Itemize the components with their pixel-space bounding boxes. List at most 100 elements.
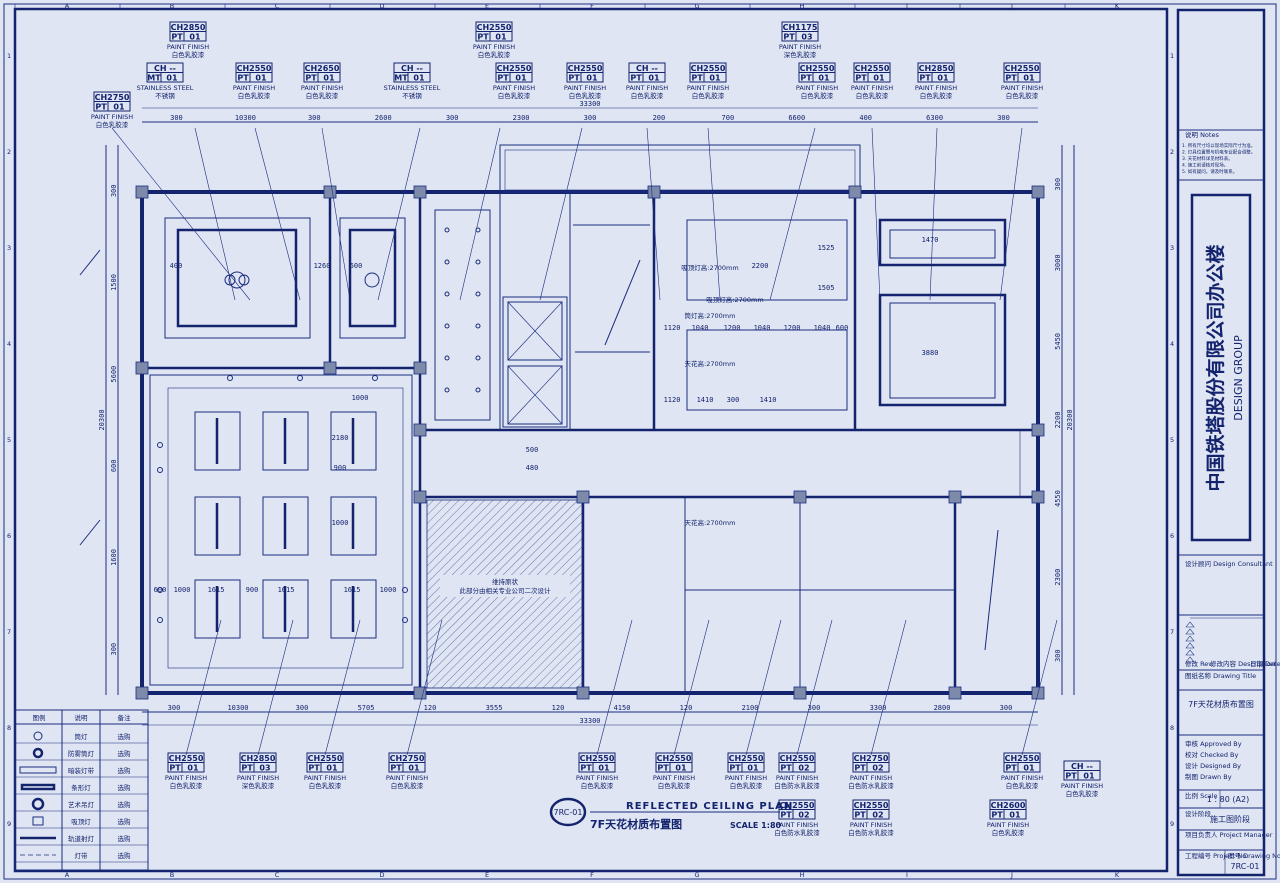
tb-checked-label: 校对 Checked By [1185, 750, 1238, 759]
tag-material: PT [630, 74, 642, 83]
dimension-label: 2600 [375, 114, 392, 122]
tag-finish-cn: 白色乳胶漆 [581, 781, 614, 790]
dimension-label: 300 [110, 643, 118, 656]
interior-dimension: 1525 [818, 244, 835, 252]
tag-material: MT [394, 74, 408, 83]
tag-finish-cn: 不锈钢 [402, 91, 422, 100]
tag-finish-cn: 白色乳胶漆 [730, 781, 763, 790]
tag-leader-line [646, 127, 661, 301]
grid-number: 6 [1170, 532, 1174, 540]
general-note: 1. 所有尺寸均以现场实际尺寸为准。 [1182, 142, 1255, 149]
tag-number: 01 [1023, 764, 1035, 773]
tag-code: CH2650 [305, 64, 340, 73]
legend-item-name: 吸顶灯 [71, 817, 91, 826]
tag-number: 01 [255, 74, 267, 83]
tag-leader-line [194, 127, 236, 301]
tag-material: PT [729, 764, 741, 773]
legend-item-name: 暗装灯带 [68, 766, 95, 775]
tag-leader-line [111, 127, 251, 301]
tag-number: 01 [113, 103, 125, 112]
structural-column [135, 686, 149, 700]
downlight [297, 375, 303, 381]
revision-triangle [1185, 649, 1195, 656]
cove-light-icon [19, 766, 57, 774]
tag-leader-line [707, 127, 721, 301]
tag-number: 02 [872, 764, 883, 773]
tag-finish-cn: 白色乳胶漆 [498, 91, 531, 100]
office-ceiling-2 [686, 329, 848, 411]
tag-code: CH2550 [854, 801, 889, 810]
tag-leader-line [596, 619, 633, 756]
interior-dimension: 1040 [814, 324, 831, 332]
title-scale: SCALE 1:80 [730, 821, 782, 830]
tag-material: PT [854, 811, 866, 820]
tb-approved-label: 审核 Approved By [1185, 739, 1242, 748]
interior-dimension: 1410 [760, 396, 777, 404]
tag-code: CH2600 [991, 801, 1026, 810]
tag-number: 01 [495, 33, 507, 42]
tb-drawing-no-value: 7RC-01 [1231, 862, 1260, 871]
dimension-label: 600 [110, 460, 118, 473]
dimension-label: 700 [722, 114, 735, 122]
revision-triangle [1185, 635, 1195, 642]
structural-column [647, 185, 661, 199]
structural-column [1031, 185, 1045, 199]
tag-material: PT [991, 811, 1003, 820]
ceiling-height-note: 吸顶灯高:2700mm [681, 263, 738, 272]
title-chinese: 7F天花材质布置图 [590, 817, 682, 831]
downlight [444, 259, 450, 265]
ceiling-light-panel [194, 579, 241, 639]
tag-finish: STAINLESS STEEL [384, 84, 441, 92]
tag-material: PT [780, 764, 792, 773]
tag-material: PT [390, 764, 402, 773]
downlight [157, 587, 163, 593]
tag-material: MT [147, 74, 161, 83]
tag-number: 01 [515, 74, 527, 83]
tag-material: PT [919, 74, 931, 83]
tag-finish-cn: 白色乳胶漆 [391, 781, 424, 790]
interior-dimension: 1040 [754, 324, 771, 332]
tag-finish-cn: 白色防水乳胶漆 [774, 781, 820, 790]
building-outline [140, 190, 1040, 695]
tag-finish-cn: 白色乳胶漆 [1006, 91, 1039, 100]
chandelier-1 [228, 271, 246, 289]
tag-code: CH2550 [568, 64, 603, 73]
tag-material: PT [171, 33, 183, 42]
grid-letter: I [906, 871, 908, 879]
tag-material: PT [95, 103, 107, 112]
tag-code: CH -- [401, 64, 423, 73]
chandelier-2 [364, 272, 380, 288]
tag-leader-line [1021, 619, 1058, 756]
tag-leader-line [185, 619, 222, 756]
dimension-label: 300 [296, 704, 309, 712]
ceiling-light-panel [194, 411, 241, 471]
tag-material: PT [1005, 764, 1017, 773]
structural-column [323, 361, 337, 375]
dimension-label: 300 [808, 704, 821, 712]
interior-dimension: 400 [170, 262, 183, 270]
legend-item-note: 选购 [118, 766, 132, 775]
interior-dimension: 2180 [332, 434, 349, 442]
grid-number: 1 [1170, 52, 1174, 60]
dimension-total-top: 33300 [579, 100, 600, 108]
structural-column [1031, 490, 1045, 504]
tag-code: CH2550 [169, 754, 204, 763]
tag-material: PT [855, 74, 867, 83]
dimension-label: 2200 [1054, 412, 1062, 429]
tag-finish-cn: 白色乳胶漆 [920, 91, 953, 100]
ceiling-light-panel [194, 496, 241, 556]
legend-item-note: 选购 [118, 749, 132, 758]
tag-finish: PAINT FINISH [304, 774, 346, 782]
legend-item-name: 艺术吊灯 [68, 800, 95, 809]
tag-finish-cn: 白色乳胶漆 [1066, 789, 1099, 798]
tag-leader-line [796, 619, 833, 756]
legend-rows: 图例说明备注筒灯选购防雾筒灯选购暗装灯带选购条形灯选购艺术吊灯选购吸顶灯选购轨道… [15, 713, 148, 863]
tag-leader-line [769, 127, 816, 301]
tag-code: CH2750 [854, 754, 889, 763]
downlight [444, 355, 450, 361]
dimension-label: 2800 [934, 704, 951, 712]
